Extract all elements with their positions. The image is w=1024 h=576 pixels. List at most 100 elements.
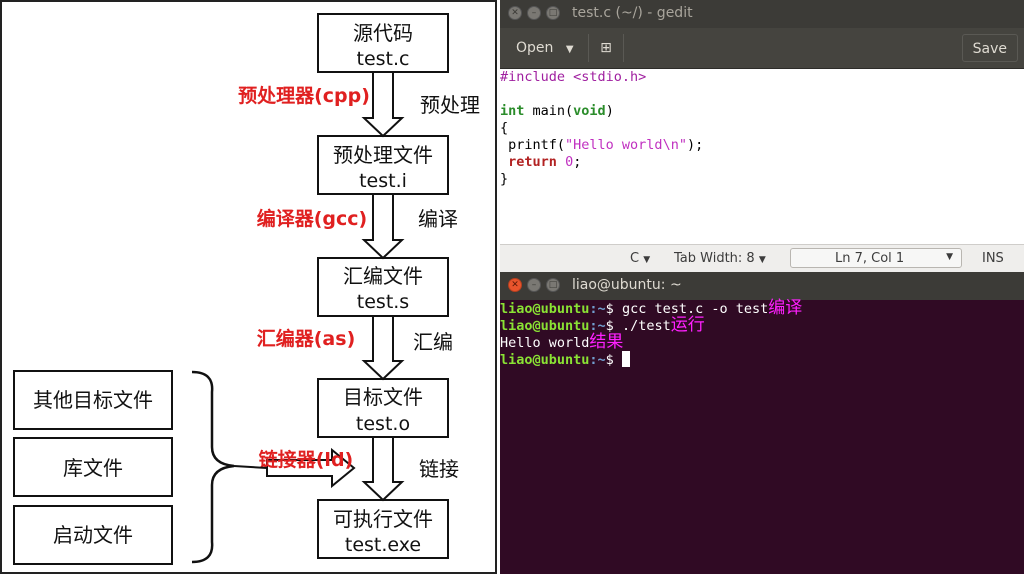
code-line-4: { — [500, 120, 509, 136]
close-icon[interactable]: ✕ — [508, 278, 522, 292]
prompt-symbol: $ — [605, 352, 614, 368]
new-tab-icon: ⊞ — [600, 40, 612, 56]
prompt-symbol: $ — [605, 301, 614, 317]
prompt-path: :~ — [589, 352, 606, 368]
terminal-body[interactable]: liao@ubuntu:~$ gcc test.c -o test编译 liao… — [500, 298, 1024, 369]
save-button[interactable]: Save — [961, 34, 1018, 62]
terminal-window: ✕ – □ liao@ubuntu: ~ liao@ubuntu:~$ gcc … — [500, 272, 1024, 574]
input-other-objects-label: 其他目标文件 — [33, 388, 153, 412]
annotation-run: 运行 — [670, 315, 705, 335]
stage-object-name: 目标文件 — [343, 385, 423, 409]
stage-source: 源代码 test.c — [317, 13, 449, 73]
stage-preprocessed-name: 预处理文件 — [333, 143, 433, 167]
inputs-brace — [191, 370, 235, 564]
stage-assembly-file: test.s — [357, 291, 409, 313]
chevron-down-icon: ▼ — [643, 255, 651, 265]
stage-object: 目标文件 test.o — [317, 378, 449, 438]
arrow-compile — [361, 193, 405, 260]
stage-preprocessed: 预处理文件 test.i — [317, 135, 449, 195]
input-library-label: 库文件 — [63, 456, 123, 480]
tool-gcc-label: 编译器(gcc) — [257, 207, 368, 230]
prompt-path: :~ — [589, 318, 606, 334]
annotation-compile: 编译 — [768, 298, 803, 318]
action-assemble-label: 汇编 — [413, 330, 453, 354]
gedit-statusbar: C ▼ Tab Width: 8 ▼ Ln 7, Col 1 ▼ INS — [500, 244, 1024, 273]
tool-as-label: 汇编器(as) — [257, 327, 356, 350]
annotation-result: 结果 — [589, 332, 624, 352]
open-label: Open — [516, 40, 554, 56]
stage-source-file: test.c — [357, 48, 410, 70]
minimize-icon[interactable]: – — [527, 6, 541, 20]
terminal-cursor — [621, 351, 630, 367]
stage-executable: 可执行文件 test.exe — [317, 499, 449, 559]
action-link-label: 链接 — [419, 457, 459, 481]
maximize-icon[interactable]: □ — [546, 6, 560, 20]
prompt-user: liao@ubuntu — [500, 301, 590, 317]
terminal-line: liao@ubuntu:~$ gcc test.c -o test编译 — [500, 298, 1024, 318]
arrow-assemble — [361, 315, 405, 381]
terminal-title: liao@ubuntu: ~ — [572, 277, 682, 293]
gedit-title: test.c (~/) - gedit — [572, 5, 693, 21]
action-preprocess-label: 预处理 — [420, 93, 480, 117]
cursor-position-label: Ln 7, Col 1 — [835, 251, 905, 266]
arrow-link-inputs — [266, 447, 356, 489]
code-line-6: return 0; — [508, 154, 582, 170]
minimize-icon[interactable]: – — [527, 278, 541, 292]
compilation-flow-diagram: 源代码 test.c 预处理文件 test.i 汇编文件 test.s 目标文件… — [0, 0, 497, 574]
new-document-button[interactable]: ⊞ — [588, 34, 624, 62]
stage-executable-name: 可执行文件 — [333, 507, 433, 531]
arrow-link — [361, 436, 405, 502]
code-editor[interactable]: #include <stdio.h> int main(void) { prin… — [500, 68, 1024, 245]
command-text: gcc test.c -o test — [613, 301, 769, 317]
input-other-objects: 其他目标文件 — [13, 370, 173, 430]
gedit-toolbar: Open ▼ ⊞ Save — [500, 28, 1024, 69]
stage-assembly: 汇编文件 test.s — [317, 257, 449, 317]
command-text — [614, 352, 622, 368]
flow-svg: 源代码 test.c 预处理文件 test.i 汇编文件 test.s 目标文件… — [13, 13, 480, 565]
chevron-down-icon: ▼ — [946, 252, 953, 262]
chevron-down-icon: ▼ — [565, 44, 574, 55]
language-label: C — [630, 251, 640, 266]
prompt-path: :~ — [589, 301, 606, 317]
terminal-titlebar: ✕ – □ liao@ubuntu: ~ — [500, 272, 1024, 300]
open-button[interactable]: Open ▼ — [506, 34, 584, 62]
tab-width-selector[interactable]: Tab Width: 8 ▼ — [674, 251, 766, 266]
stage-executable-file: test.exe — [345, 534, 421, 556]
close-icon[interactable]: ✕ — [508, 6, 522, 20]
code-line — [500, 86, 1024, 103]
prompt-symbol: $ — [605, 318, 614, 334]
gedit-titlebar: ✕ – □ test.c (~/) - gedit — [500, 0, 1024, 28]
input-library: 库文件 — [13, 437, 173, 497]
terminal-line: liao@ubuntu:~$ ./test运行 — [500, 315, 1024, 335]
terminal-line: Hello world结果 — [500, 332, 1024, 352]
code-line-3: int main(void) — [500, 103, 614, 119]
cursor-position-selector[interactable]: Ln 7, Col 1 ▼ — [790, 248, 962, 268]
output-text: Hello world — [500, 335, 590, 351]
command-text: ./test — [613, 318, 671, 334]
input-startup-label: 启动文件 — [53, 523, 133, 547]
gedit-window: ✕ – □ test.c (~/) - gedit Open ▼ ⊞ Save … — [500, 0, 1024, 273]
code-line-5: printf("Hello world\n"); — [500, 137, 704, 153]
prompt-user: liao@ubuntu — [500, 318, 590, 334]
stage-preprocessed-file: test.i — [359, 170, 407, 192]
save-label: Save — [972, 41, 1007, 57]
tab-width-label: Tab Width: 8 — [674, 251, 755, 266]
stage-source-name: 源代码 — [353, 21, 413, 45]
tool-ld-label: 链接器(ld) — [259, 448, 353, 471]
tool-cpp-label: 预处理器(cpp) — [238, 84, 370, 107]
code-line-1: #include <stdio.h> — [500, 69, 647, 85]
language-selector[interactable]: C ▼ — [630, 251, 650, 266]
terminal-line: liao@ubuntu:~$ — [500, 351, 1024, 368]
code-line-7: } — [500, 171, 509, 187]
action-compile-label: 编译 — [418, 207, 458, 231]
code-line: #include <stdio.h> — [500, 69, 1024, 86]
code-line: } — [500, 171, 1024, 188]
stage-assembly-name: 汇编文件 — [343, 264, 423, 288]
code-line: printf("Hello world\n"); — [500, 137, 1024, 154]
maximize-icon[interactable]: □ — [546, 278, 560, 292]
insert-mode-label: INS — [982, 251, 1004, 266]
code-line: { — [500, 120, 1024, 137]
chevron-down-icon: ▼ — [758, 255, 766, 265]
input-startup: 启动文件 — [13, 505, 173, 565]
prompt-user: liao@ubuntu — [500, 352, 590, 368]
